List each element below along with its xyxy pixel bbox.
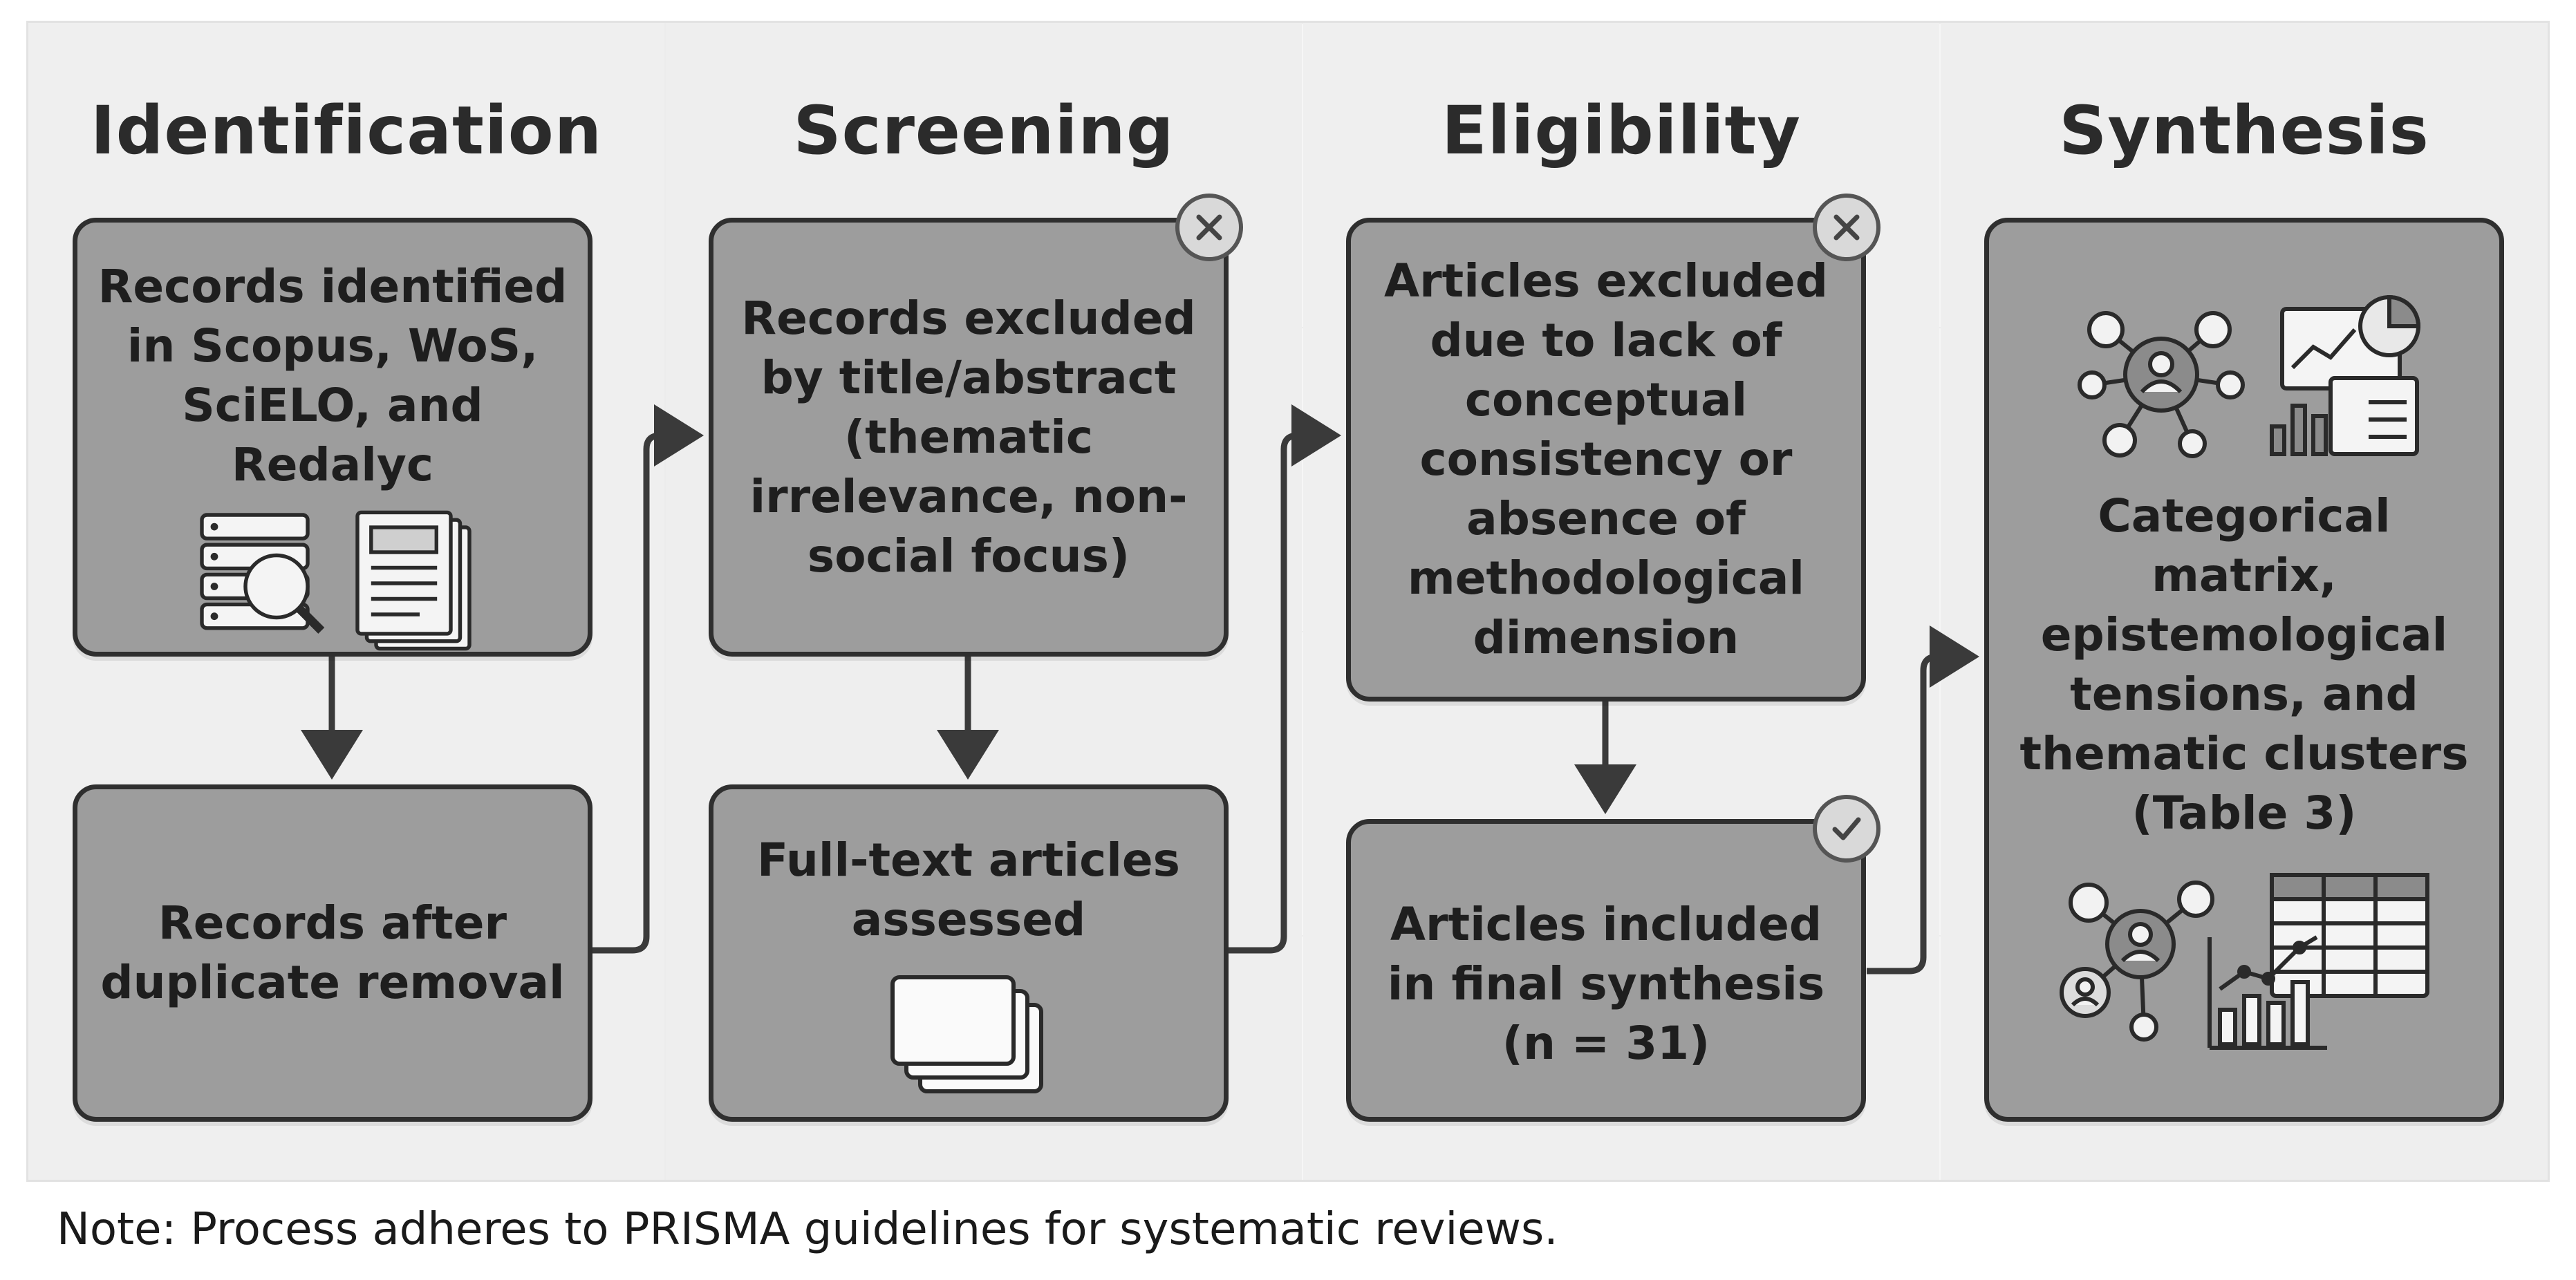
network-users-icon	[2060, 873, 2429, 1050]
box-records-identified-text: Records identified in Scopus, WoS, SciEL…	[97, 260, 568, 491]
close-icon	[1175, 194, 1243, 261]
box-records-excluded: Records excluded by title/abstract (them…	[709, 218, 1229, 657]
box-synthesis: Categorical matrix, epistemological tens…	[1984, 218, 2504, 1122]
box-records-after-duplicates-text: Records after duplicate removal	[100, 896, 565, 1009]
pages-stack-icon	[890, 975, 1043, 1093]
arrow-included-to-synthesis	[1867, 625, 1979, 975]
box-articles-excluded-text: Articles excluded due to lack of concept…	[1384, 254, 1828, 664]
database-search-icon	[200, 510, 472, 651]
dashboard-charts-icon	[2270, 294, 2421, 456]
box-fulltext-assessed-text: Full-text articles assessed	[757, 834, 1180, 946]
box-records-identified: Records identified in Scopus, WoS, SciEL…	[73, 218, 592, 657]
box-synthesis-text: Categorical matrix, epistemological tens…	[2019, 489, 2469, 840]
box-records-excluded-text: Records excluded by title/abstract (them…	[741, 291, 1196, 583]
box-articles-included-text: Articles included in final synthesis (n …	[1387, 898, 1825, 1070]
column-heading-synthesis: Synthesis	[2059, 92, 2429, 169]
box-fulltext-assessed: Full-text articles assessed	[709, 784, 1229, 1122]
network-user-icon	[2078, 294, 2421, 458]
column-heading-screening: Screening	[793, 92, 1175, 169]
documents-icon	[355, 510, 472, 651]
close-icon	[1813, 194, 1880, 261]
table-bar-chart-icon	[2208, 873, 2429, 1050]
box-articles-included: Articles included in final synthesis (n …	[1346, 819, 1866, 1122]
box-articles-excluded: Articles excluded due to lack of concept…	[1346, 218, 1866, 702]
check-icon	[1813, 795, 1880, 863]
arrow-after-duplicates-to-excluded	[591, 404, 704, 954]
arrow-fulltext-to-articles-excluded	[1229, 404, 1341, 954]
box-records-after-duplicates: Records after duplicate removal	[73, 784, 592, 1122]
column-heading-eligibility: Eligibility	[1441, 92, 1801, 169]
column-heading-identification: Identification	[90, 92, 603, 169]
footnote: Note: Process adheres to PRISMA guidelin…	[57, 1204, 1558, 1255]
